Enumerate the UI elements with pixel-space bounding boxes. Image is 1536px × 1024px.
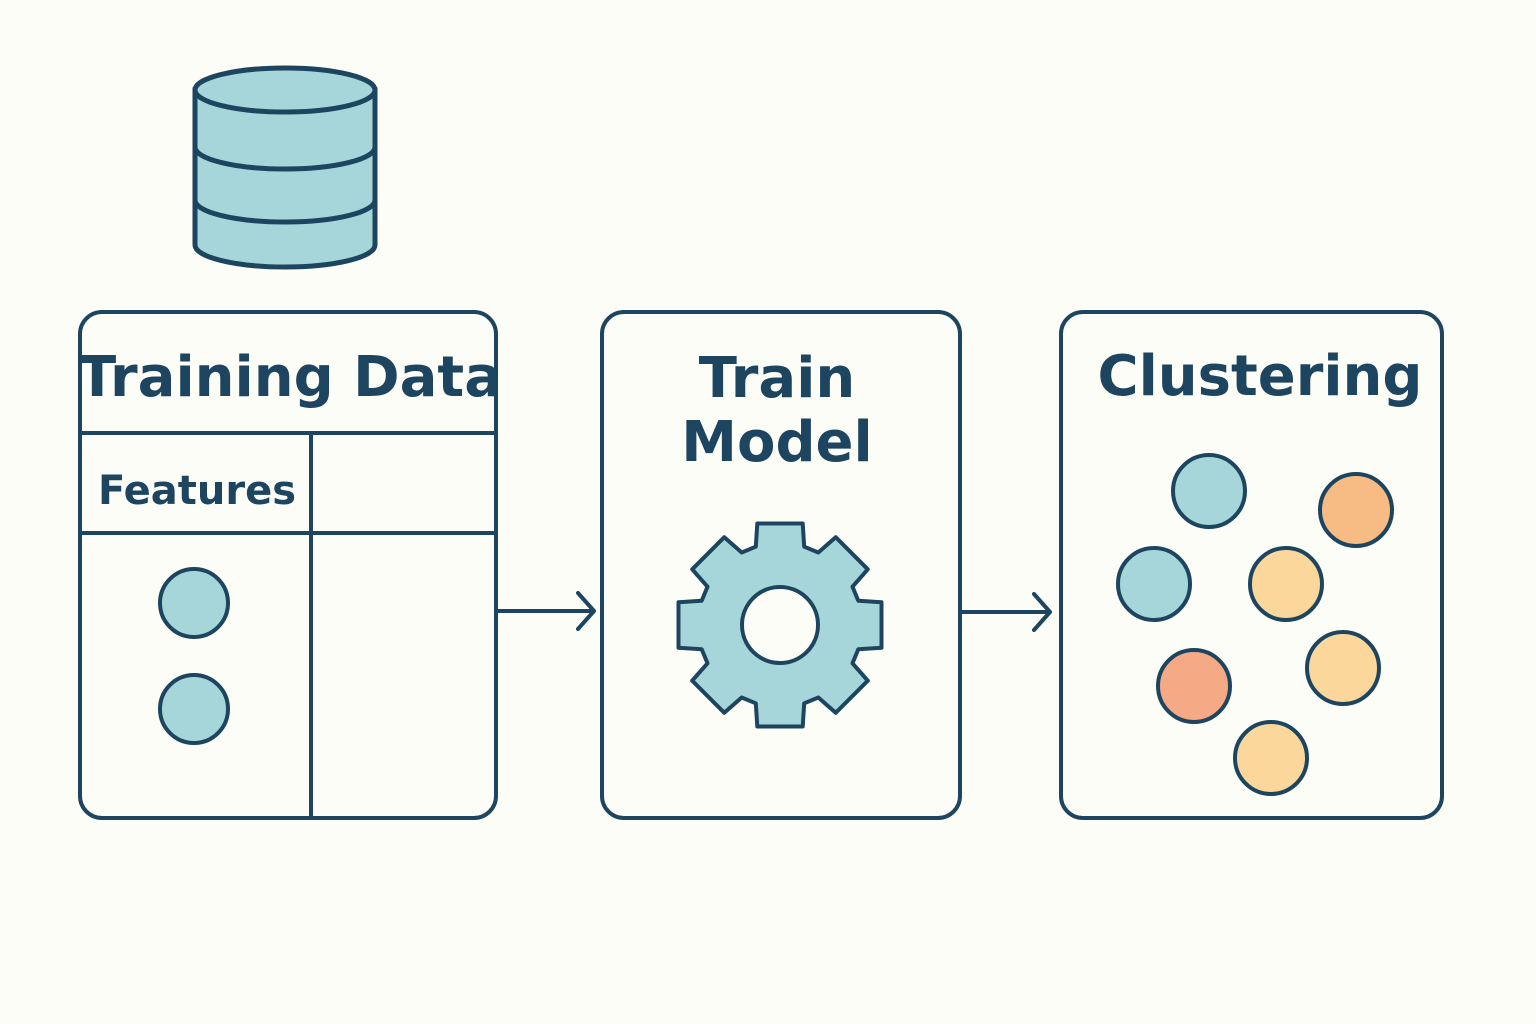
train-model-box: Train Model <box>600 310 962 820</box>
cluster-point-salmon <box>1156 648 1232 724</box>
cluster-point-yellow <box>1248 546 1324 622</box>
training-data-box: Training Data Features <box>78 310 502 820</box>
train-model-title-line2: Model <box>681 410 872 475</box>
cluster-point-yellow <box>1305 630 1381 706</box>
training-data-title: Training Data <box>78 345 502 410</box>
cluster-point-yellow <box>1233 720 1309 796</box>
gear-hole <box>740 585 820 665</box>
clustering-title: Clustering <box>1097 344 1422 409</box>
cluster-points <box>1116 453 1394 796</box>
cluster-point-orange <box>1318 472 1394 548</box>
database-icon <box>192 65 378 270</box>
clustering-box: Clustering <box>1059 310 1444 820</box>
feature-dot <box>158 673 230 745</box>
cluster-point-teal <box>1116 546 1192 622</box>
features-label: Features <box>98 468 296 514</box>
feature-dot <box>158 567 230 639</box>
gear-icon <box>676 521 884 729</box>
cluster-point-teal <box>1171 453 1247 529</box>
train-model-title-line1: Train <box>699 346 856 411</box>
